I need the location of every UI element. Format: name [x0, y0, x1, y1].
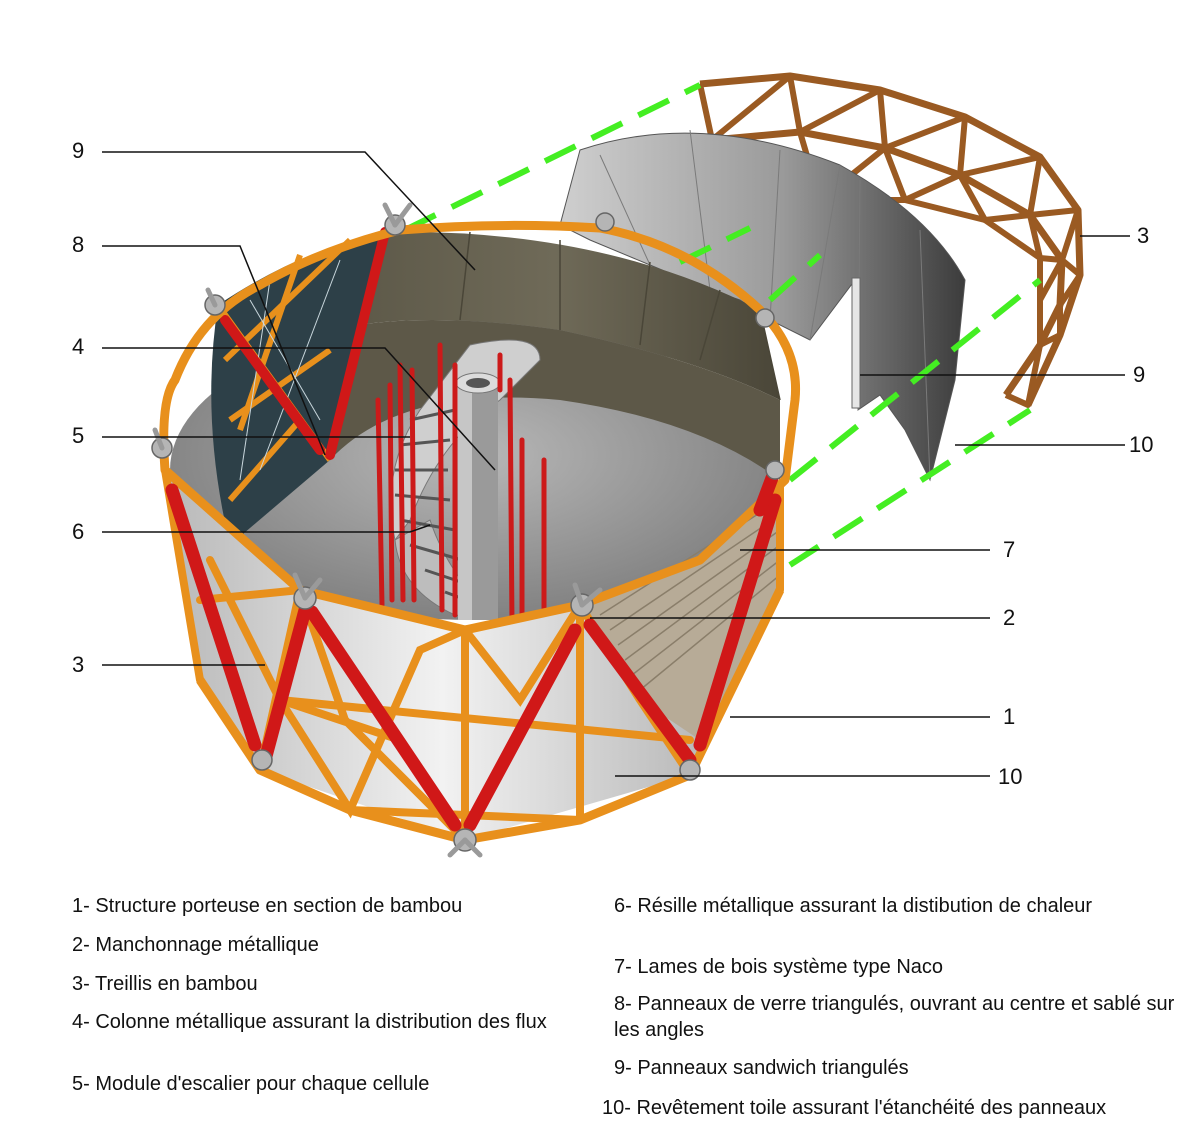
callout-5: 5	[72, 423, 85, 448]
legend-item-8: 8- Panneaux de verre triangulés, ouvrant…	[614, 993, 1175, 1041]
callout-9-left: 9	[72, 138, 85, 163]
callout-10-top: 10	[1129, 432, 1154, 457]
callout-leader-lines	[102, 151, 1130, 777]
callout-9-right: 9	[1133, 362, 1146, 387]
inner-wall-sandwich	[330, 231, 780, 400]
legend-item-5: 5- Module d'escalier pour chaque cellule	[72, 1073, 430, 1095]
legend-item-1: 1- Structure porteuse en section de bamb…	[72, 895, 463, 917]
heating-mesh-rods	[375, 342, 547, 628]
assembly-guide-lines	[403, 82, 1042, 568]
callout-7: 7	[1003, 537, 1016, 562]
legend-item-10: 10- Revêtement toile assurant l'étanchéi…	[602, 1097, 1107, 1119]
outer-wall-canvas	[165, 470, 780, 840]
metal-column	[455, 372, 501, 620]
callout-6: 6	[72, 519, 85, 544]
callout-8: 8	[72, 232, 85, 257]
legend-item-6: 6- Résille métallique assurant la distib…	[614, 895, 1093, 917]
callout-1: 1	[1003, 704, 1016, 729]
callout-3-left: 3	[72, 652, 85, 677]
legend-item-3: 3- Treillis en bambou	[72, 973, 258, 995]
callout-2: 2	[1003, 605, 1016, 630]
callout-3-right: 3	[1137, 223, 1150, 248]
bamboo-top-ring	[159, 220, 801, 635]
cellule-exploded-diagram	[102, 72, 1130, 858]
callout-4: 4	[72, 334, 85, 359]
legend-item-9: 9- Panneaux sandwich triangulés	[614, 1057, 909, 1079]
red-steel-braces	[165, 463, 782, 832]
legend-item-2: 2- Manchonnage métallique	[72, 934, 319, 956]
legend-item-4: 4- Colonne métallique assurant la distri…	[72, 1011, 547, 1033]
legend-item-7: 7- Lames de bois système type Naco	[614, 956, 944, 978]
callout-10-bottom: 10	[998, 764, 1023, 789]
